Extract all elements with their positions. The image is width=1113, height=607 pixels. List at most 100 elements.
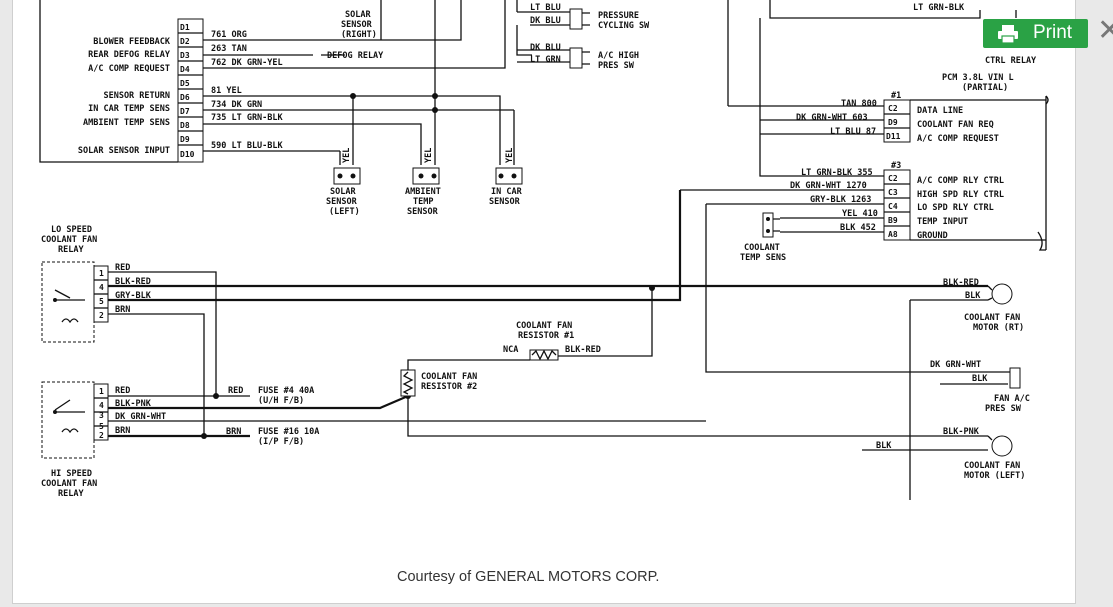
label-sensor-return: SENSOR RETURN — [103, 91, 170, 101]
pressure-line1: PRESSURE — [598, 11, 639, 21]
hi-pin-5: 5 — [99, 422, 104, 431]
lt-blu-87: LT BLU 87 — [830, 127, 876, 137]
solar-left-line2: SENSOR — [326, 197, 358, 207]
wire-735-lt-grn-blk: 735 LT GRN-BLK — [211, 113, 284, 123]
print-button[interactable]: Print — [983, 19, 1088, 48]
sw-line1: FAN A/C — [994, 394, 1030, 404]
yel-410: YEL 410 — [842, 209, 878, 219]
pcm-module — [883, 95, 1049, 251]
hi-speed-relay — [41, 381, 109, 459]
pcm-title: PCM 3.8L VIN L — [942, 73, 1014, 83]
dk-grn-wht-1270: DK GRN-WHT 1270 — [790, 181, 867, 191]
hi-relay-line2: COOLANT FAN — [41, 479, 97, 489]
lo-speed-relay — [41, 261, 109, 343]
diagram-caption: Courtesy of GENERAL MOTORS CORP. — [397, 569, 660, 585]
coolant-fan-motor-left — [862, 435, 1013, 457]
fn-high-spd-rly-ctrl: HIGH SPD RLY CTRL — [917, 190, 1004, 200]
pin-d3: D3 — [180, 51, 190, 60]
sw-dk-grn-wht: DK GRN-WHT — [930, 360, 981, 370]
res2-line2: RESISTOR #2 — [421, 382, 477, 392]
res2-line1: COOLANT FAN — [421, 372, 477, 382]
pcm-pin-c3: C3 — [888, 188, 898, 197]
mlt-blk: BLK — [876, 441, 892, 451]
connector-3: #3 — [891, 161, 901, 171]
pin-d4: D4 — [180, 65, 190, 74]
label-ac-comp-request: A/C COMP REQUEST — [88, 64, 170, 74]
pcm-pin-c2: C2 — [888, 104, 898, 113]
hi-brn: BRN — [115, 426, 130, 436]
pcm-partial: (PARTIAL) — [962, 83, 1008, 93]
lo-pin-2: 2 — [99, 311, 104, 320]
coolant-fan-motor-rt — [909, 283, 1013, 500]
fn-ac-comp-rly-ctrl: A/C COMP RLY CTRL — [917, 176, 1004, 186]
lo-pin-5: 5 — [99, 297, 104, 306]
print-label: Print — [1033, 22, 1073, 43]
mlt-blk-pnk: BLK-PNK — [943, 427, 980, 437]
gry-blk-1263: GRY-BLK 1263 — [810, 195, 871, 205]
label-solar-sensor-input: SOLAR SENSOR INPUT — [78, 146, 170, 156]
fuse4-red: RED — [228, 386, 243, 396]
pin-d8: D8 — [180, 121, 190, 130]
pin-d9: D9 — [180, 135, 190, 144]
hi-pin-1: 1 — [99, 387, 104, 396]
label-ambient-temp-sens: AMBIENT TEMP SENS — [83, 118, 170, 128]
solar-right-line3: (RIGHT) — [341, 30, 377, 40]
dk-grn-wht-603: DK GRN-WHT 603 — [796, 113, 868, 123]
incar-line1: IN CAR — [491, 187, 523, 197]
yel-label-1: YEL — [342, 148, 352, 163]
dk-blu-2: DK BLU — [530, 43, 561, 53]
hi-dk-grn-wht: DK GRN-WHT — [115, 412, 166, 422]
pin-d6: D6 — [180, 93, 190, 102]
dk-blu-1: DK BLU — [530, 16, 561, 26]
lo-pin-1: 1 — [99, 269, 104, 278]
pin-d2: D2 — [180, 37, 190, 46]
wire-761-org: 761 ORG — [211, 30, 247, 40]
label-in-car-temp-sens: IN CAR TEMP SENS — [88, 104, 170, 114]
lo-blk-red: BLK-RED — [115, 277, 151, 287]
fn-lo-spd-rly-ctrl: LO SPD RLY CTRL — [917, 203, 994, 213]
res1-line1: COOLANT FAN — [516, 321, 572, 331]
mrt-line1: COOLANT FAN — [964, 313, 1020, 323]
lt-grn: LT GRN — [530, 55, 561, 65]
solar-left-line1: SOLAR — [330, 187, 356, 197]
pcm-pin-d11: D11 — [886, 132, 901, 141]
printer-icon — [998, 25, 1018, 44]
lt-grn-blk-top: LT GRN-BLK — [913, 3, 965, 13]
pin-d5: D5 — [180, 79, 190, 88]
mlt-line2: MOTOR (LEFT) — [964, 471, 1025, 481]
hi-relay-line1: HI SPEED — [51, 469, 92, 479]
wire-762-dk-grn-yel: 762 DK GRN-YEL — [211, 58, 283, 68]
pressure-line2: CYCLING SW — [598, 21, 650, 31]
cts-line1: COOLANT — [744, 243, 780, 253]
wire-81-yel: 81 YEL — [211, 86, 242, 96]
res1-nca: NCA — [503, 345, 518, 355]
fn-coolant-fan-req: COOLANT FAN REQ — [917, 120, 994, 130]
achigh-line1: A/C HIGH — [598, 51, 639, 61]
sensor-connectors — [333, 167, 523, 185]
pcm-pin-b9: B9 — [888, 216, 898, 225]
hi-pin-2: 2 — [99, 431, 104, 440]
lo-red: RED — [115, 263, 130, 273]
solar-left-line3: (LEFT) — [329, 207, 360, 217]
hi-red: RED — [115, 386, 130, 396]
climate-control-module — [39, 0, 204, 163]
mrt-line2: MOTOR (RT) — [973, 323, 1024, 333]
fuse4-label: FUSE #4 40A — [258, 386, 314, 396]
mrt-blk-red: BLK-RED — [943, 278, 979, 288]
ctrl-relay: CTRL RELAY — [985, 56, 1037, 66]
lo-relay-line2: COOLANT FAN — [41, 235, 97, 245]
label-defog-relay: DEFOG RELAY — [327, 51, 384, 61]
hi-relay-line3: RELAY — [58, 489, 84, 499]
lt-blu-top: LT BLU — [530, 3, 561, 13]
fuse16-brn: BRN — [226, 427, 241, 437]
incar-line2: SENSOR — [489, 197, 521, 207]
wire-734-dk-grn: 734 DK GRN — [211, 100, 262, 110]
cts-line2: TEMP SENS — [740, 253, 786, 263]
lo-brn: BRN — [115, 305, 130, 315]
pin-d10: D10 — [180, 150, 195, 159]
ambient-line2: TEMP — [413, 197, 433, 207]
sw-blk: BLK — [972, 374, 988, 384]
close-icon[interactable]: ✕ — [1097, 13, 1113, 48]
connector-1: #1 — [891, 91, 901, 101]
